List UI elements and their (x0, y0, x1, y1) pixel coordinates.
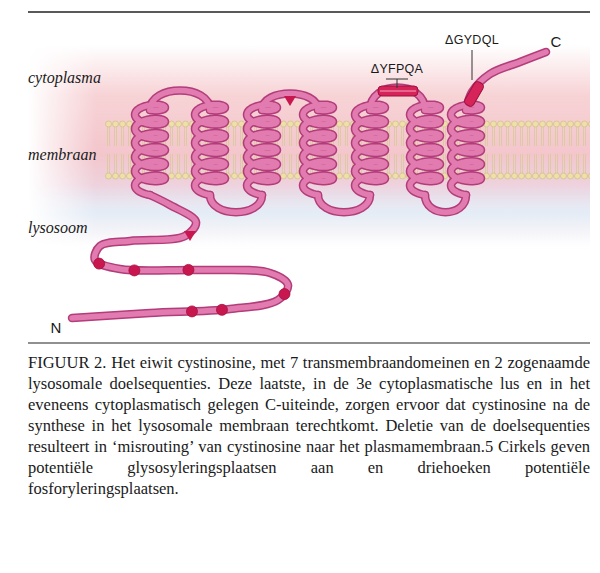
chain (262, 94, 318, 111)
chain (303, 105, 333, 195)
region-label: membraan (28, 147, 96, 163)
chain-outline (210, 195, 262, 212)
site-marks (72, 80, 485, 318)
chain-outline (451, 105, 481, 195)
glycosylation-site (94, 258, 105, 269)
region-label: lysosoom (28, 220, 88, 236)
glycosylation-site (216, 304, 227, 315)
lipid-leaflet (105, 118, 590, 148)
phosphorylation-site (184, 231, 196, 241)
sequence-label: ΔGYDQL (445, 34, 499, 47)
chain (410, 105, 440, 195)
leader-line (397, 79, 398, 88)
chain-outline (247, 105, 277, 195)
chain (355, 105, 385, 195)
chain (135, 105, 165, 195)
cystinosin-chain (72, 52, 546, 318)
chain-outline (318, 195, 370, 212)
chain (318, 195, 370, 212)
lipid-leaflet (105, 154, 590, 184)
glycosylation-site (183, 264, 194, 275)
chain-outline (303, 105, 333, 195)
chain-outline (425, 195, 466, 212)
chain-outline (355, 105, 385, 195)
terminus-label: C (551, 34, 562, 49)
chain (451, 105, 481, 195)
leader-line (386, 79, 408, 80)
targeting-sequence (378, 86, 418, 96)
glycosylation-site (279, 289, 290, 300)
chain (195, 105, 225, 195)
chain-outline (466, 52, 546, 110)
guide-path (72, 195, 288, 318)
top-rule (28, 11, 590, 13)
phosphorylation-site (284, 96, 296, 106)
targeting-sequence (463, 80, 485, 108)
chain (150, 91, 210, 111)
region-label: cytoplasma (28, 70, 101, 86)
targeting-sequence (380, 90, 416, 91)
chain-outline (135, 105, 165, 195)
chain (466, 52, 546, 110)
chain-outline (410, 105, 440, 195)
leader-line (472, 50, 473, 80)
glycosylation-site (186, 306, 197, 317)
figure-caption: FIGUUR 2. Het eiwit cystinosine, met 7 t… (28, 352, 590, 499)
chain (247, 105, 277, 195)
chain (72, 195, 288, 318)
terminus-label: N (51, 320, 62, 335)
membrane-band (28, 45, 590, 255)
chain-outline (195, 105, 225, 195)
chain (425, 195, 466, 212)
glycosylation-site (129, 265, 140, 276)
chain-outline (72, 195, 288, 318)
bottom-rule (28, 342, 590, 343)
sequence-label: ΔYFPQA (371, 63, 424, 76)
chain (210, 195, 262, 212)
